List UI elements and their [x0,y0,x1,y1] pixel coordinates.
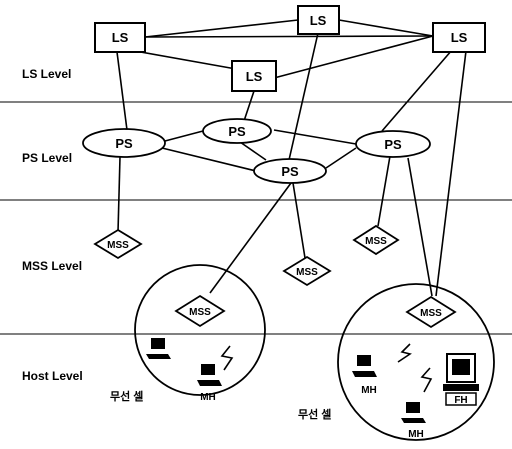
ls-node-label: LS [112,30,129,45]
lightning-wireless-icon [420,367,433,393]
ps-node-top: PS [202,118,272,144]
ps-node-center: PS [253,158,327,184]
mss-node-label: MSS [365,236,387,247]
laptop-icon [401,402,426,423]
lightning-wireless-icon [220,345,234,371]
laptop-icon [197,364,222,386]
ls-node-right: LS [432,22,486,53]
lightning-wireless-icon [397,343,412,363]
ps-level-label: PS Level [22,151,72,165]
laptop-icon [146,338,171,359]
mss-node-label: MSS [296,267,318,278]
ls-node-top: LS [297,5,340,35]
ps-node-right: PS [355,130,431,158]
mobile-host-label: MH [200,392,216,403]
connection-lines [116,19,467,297]
ps-node-label: PS [281,164,299,179]
mss-node-left-cell: MSS [174,294,226,328]
wireless-cell-left [134,264,266,396]
ps-node-label: PS [115,136,133,151]
mss-level-label: MSS Level [22,259,82,273]
desktop-computer-icon: FH [443,353,479,406]
mss-node-center: MSS [282,255,332,287]
ls-node-label: LS [246,69,263,84]
mss-node-label: MSS [189,307,211,318]
ls-node-center: LS [231,60,277,92]
ls-node-left: LS [94,22,146,53]
host-level-label: Host Level [22,369,83,383]
mss-node-left: MSS [93,228,143,260]
mobile-host-label: MH [408,429,424,440]
wireless-cell-right [337,283,495,441]
ls-level-label: LS Level [22,67,71,81]
wireless-cell-left-label: 무선 셀 [110,389,143,403]
mobile-host-label: MH [361,385,377,396]
mss-node-right: MSS [352,224,400,256]
ps-node-left: PS [82,128,166,158]
mss-node-label: MSS [420,308,442,319]
wireless-cell-right-label: 무선 셀 [298,407,331,421]
fixed-host-label: FH [454,395,467,406]
ps-node-label: PS [384,137,402,152]
mss-node-right-cell: MSS [405,295,457,329]
mss-node-label: MSS [107,240,129,251]
ls-node-label: LS [310,13,327,28]
ls-node-label: LS [451,30,468,45]
laptop-icon [352,355,377,377]
ps-node-label: PS [228,124,246,139]
